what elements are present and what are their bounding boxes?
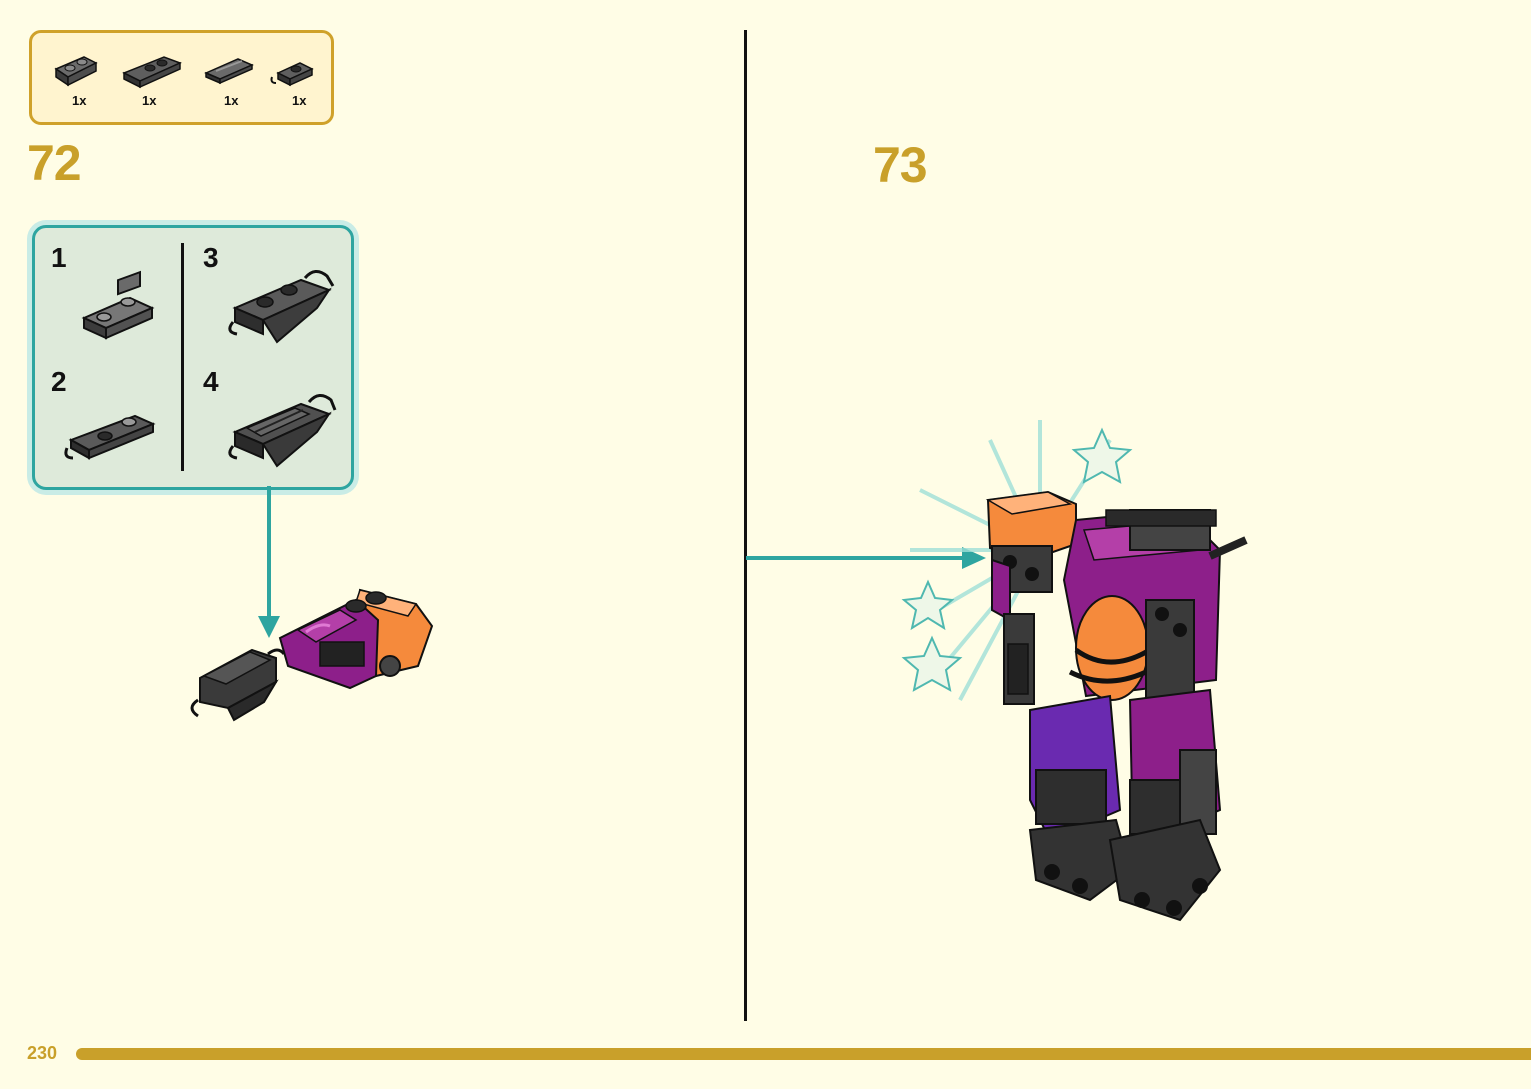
substep-3-assembly-icon (228, 270, 335, 344)
sparkle-star-icon (901, 579, 955, 631)
callout-divider (181, 243, 184, 471)
part-quantity: 1x (142, 93, 157, 108)
part-quantity: 1x (224, 93, 239, 108)
part-quantity: 1x (292, 93, 307, 108)
substep-label-3: 3 (203, 242, 219, 273)
plate-with-clip-icon (122, 56, 182, 89)
sparkle-star-icon (901, 635, 963, 692)
part-item: 1x (202, 33, 272, 122)
part-item: 1x (120, 33, 190, 122)
arm-assembly-illustration (190, 588, 434, 722)
page-number: 230 (27, 1043, 58, 1063)
substep-1-plate-icon (81, 270, 155, 340)
part-item: 1x (50, 33, 120, 122)
sloped-tile-icon (204, 58, 254, 85)
substep-4-assembly-icon (228, 394, 337, 468)
footer-bar (76, 1048, 1531, 1060)
attach-arrow (746, 547, 986, 569)
substep-label-4: 4 (203, 366, 219, 397)
callout-arrow (258, 486, 280, 638)
parts-list-box: 1x 1x 1x 1x (29, 30, 334, 125)
mech-robot-illustration (901, 420, 1248, 922)
subassembly-callout: 1 2 3 4 (32, 225, 354, 490)
part-item: 1x (270, 33, 340, 122)
page-divider (744, 30, 747, 1021)
step-number-73: 73 (873, 137, 928, 193)
part-quantity: 1x (72, 93, 87, 108)
plate-1x2-with-studs-icon (54, 56, 98, 87)
substep-2-plate-icon (64, 414, 156, 460)
step-number-72: 72 (27, 135, 82, 191)
sparkle-star-icon (1071, 427, 1133, 484)
substep-label-2: 2 (51, 366, 67, 397)
clip-plate-icon (270, 62, 314, 87)
substep-label-1: 1 (51, 242, 67, 273)
